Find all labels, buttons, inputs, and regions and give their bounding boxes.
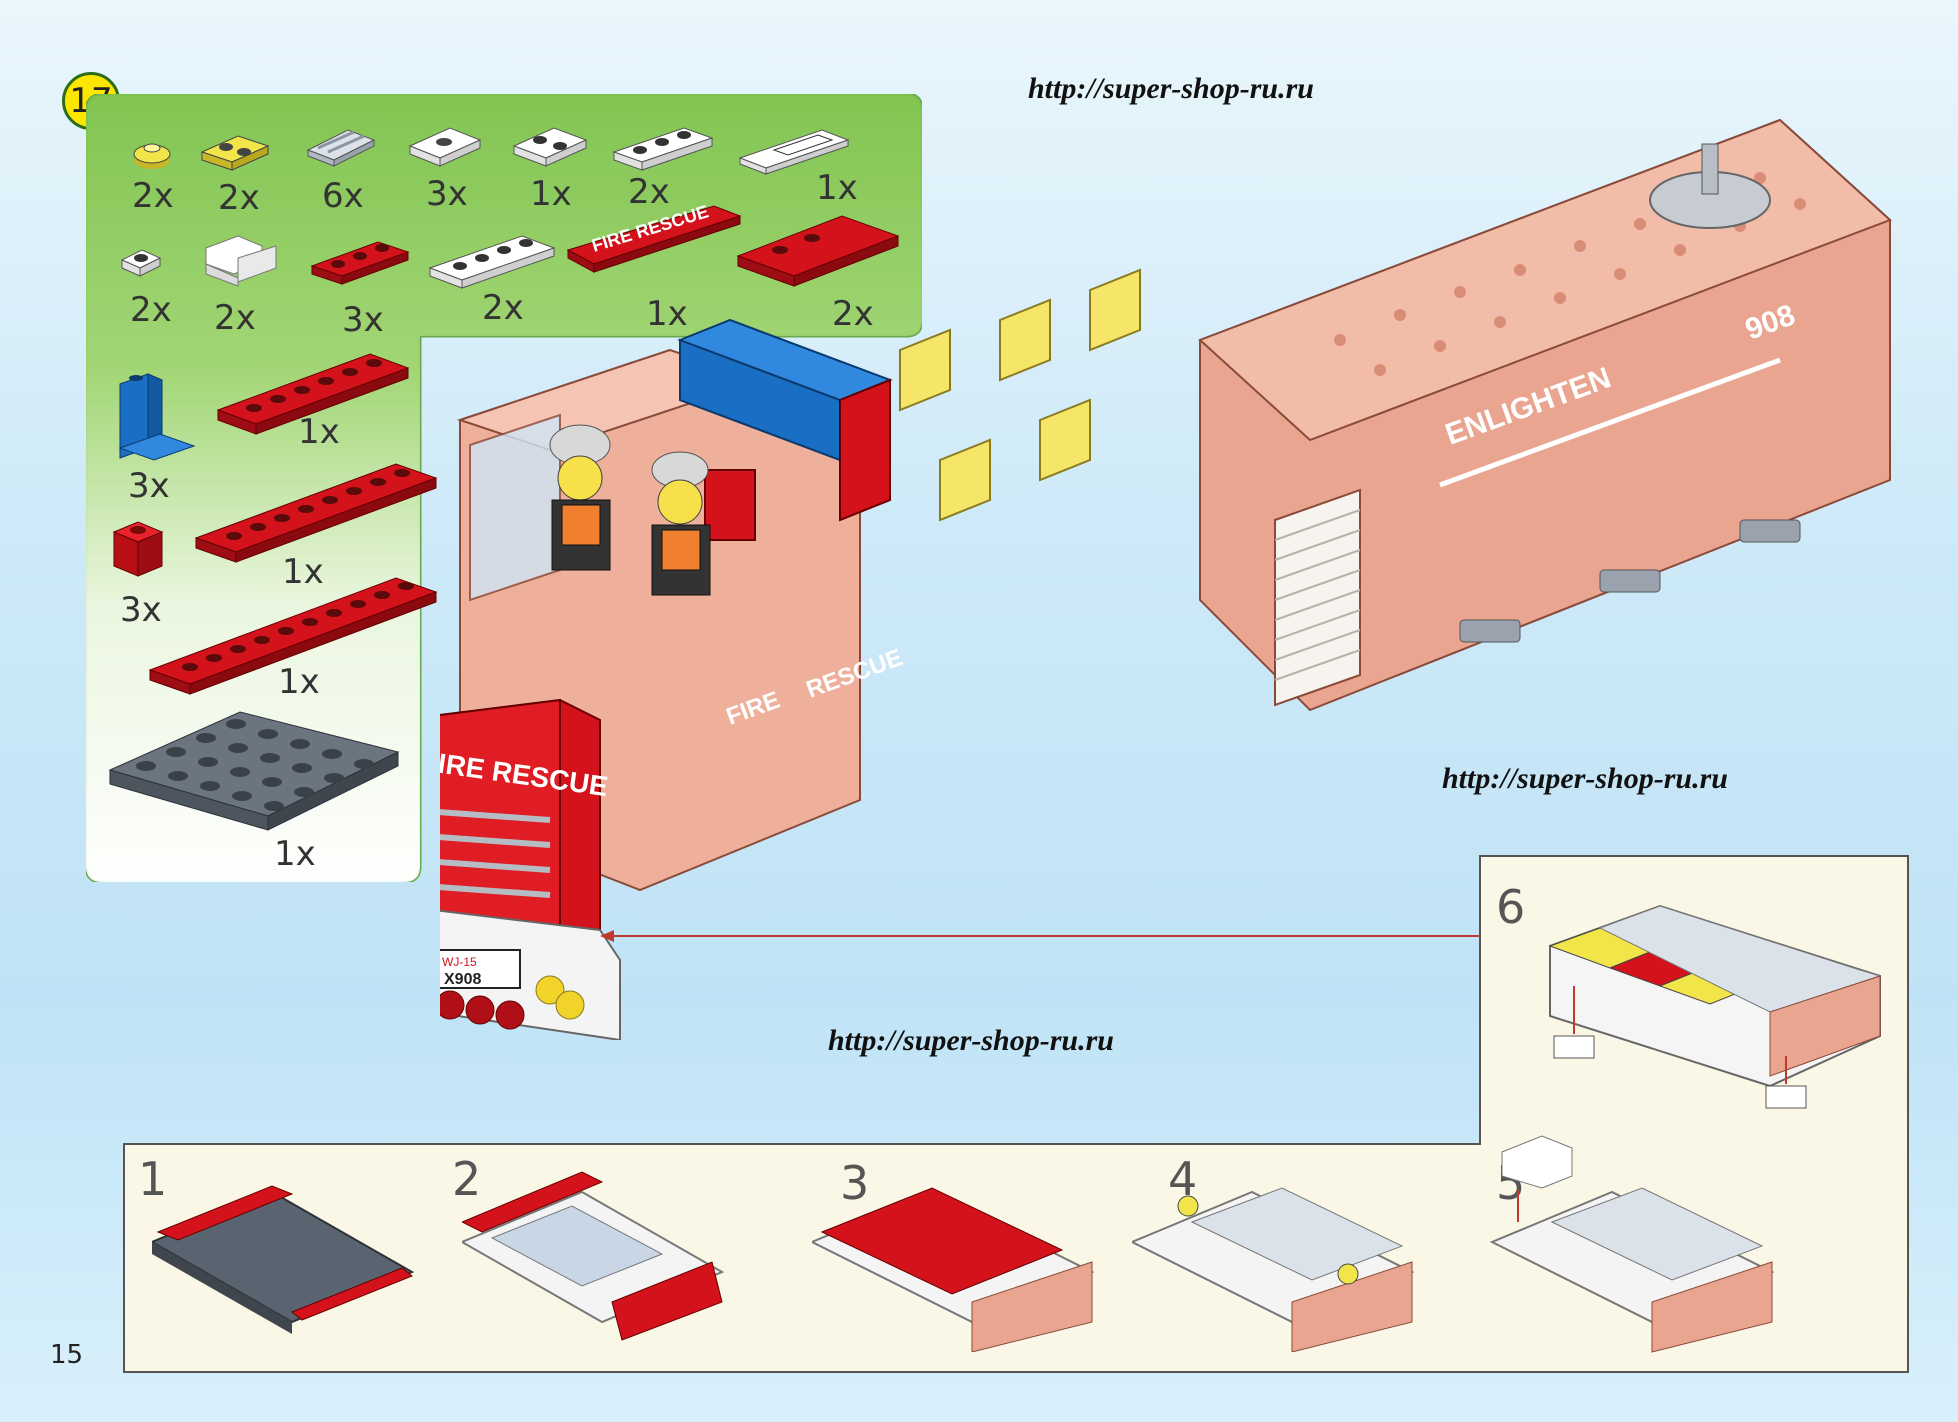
sub-step-number: 6 (1496, 880, 1526, 934)
part-qty: 1x (816, 168, 858, 208)
part-qty: 2x (218, 178, 260, 218)
part-qty: 1x (282, 552, 324, 592)
parts-panel: 2x 2x 6x 3x 1x 2x 1x 2x 2x 3x (84, 92, 924, 884)
part-qty: 2x (628, 172, 670, 212)
part-qty: 6x (322, 176, 364, 216)
sub-step-number: 1 (138, 1152, 168, 1206)
red-plate-1x3-icon (310, 241, 410, 285)
white-plate-1x1-icon (120, 249, 162, 277)
white-jumper-plate-icon (408, 127, 482, 167)
part-qty: 1x (530, 174, 572, 214)
part-qty: 1x (298, 412, 340, 452)
plate-bottom-text: X908 (444, 971, 481, 988)
part-qty: 1x (278, 662, 320, 702)
white-plate-1x2-icon (512, 127, 588, 167)
part-qty: 2x (214, 298, 256, 338)
parts-panel-bg (84, 92, 924, 884)
part-qty: 1x (274, 834, 316, 874)
grey-grille-tile-icon (306, 129, 376, 167)
watermark-url: http://super-shop-ru.ru (1028, 72, 1314, 105)
white-plate-1x4-icon (428, 235, 556, 289)
plate-top-text: WJ-15 (442, 955, 477, 969)
red-brick-1x1-icon (112, 521, 164, 577)
part-qty: 3x (426, 174, 468, 214)
sub-step-number: 2 (452, 1152, 482, 1206)
red-slope-icon (736, 215, 900, 287)
watermark-url: http://super-shop-ru.ru (828, 1024, 1114, 1057)
part-qty: 2x (832, 294, 874, 334)
white-plate-1x3-icon (612, 127, 714, 171)
sub-assembly-6-illustration (1548, 904, 1882, 1109)
sub-step-5-illustration (1489, 1135, 1775, 1353)
sub-step-1-illustration (152, 1185, 415, 1334)
red-plate-1x6-icon (216, 353, 410, 435)
part-qty: 1x (646, 294, 688, 334)
sub-step-4-illustration (1132, 1187, 1415, 1352)
sub-step-3-illustration (812, 1187, 1095, 1352)
sub-step-2-illustration (462, 1171, 725, 1341)
yellow-round-plate-icon (133, 143, 171, 169)
part-qty: 3x (120, 590, 162, 630)
blue-bracket-icon (118, 373, 196, 461)
sub-step-number: 3 (840, 1156, 870, 1210)
watermark-url: http://super-shop-ru.ru (1442, 762, 1728, 795)
page-number: 15 (50, 1340, 84, 1370)
part-qty: 2x (130, 290, 172, 330)
license-tile-icon (738, 129, 850, 175)
white-bracket-icon (205, 235, 277, 287)
part-qty: 3x (342, 300, 384, 340)
fire-truck-model: ENLIGHTEN 908 FIRE RESCUE FIRE RESCUE (440, 118, 1892, 1040)
part-qty: 2x (132, 176, 174, 216)
yellow-plate-1x2-icon (200, 135, 270, 171)
sub-assembly-6: 6 (1480, 856, 1908, 1146)
sub-steps-strip: 1 2 3 4 5 (122, 1135, 1908, 1372)
red-plate-1x10-icon (148, 577, 438, 695)
grey-plate-6x8-icon (108, 711, 400, 831)
fire-rescue-tile-icon: FIRE RESCUE (566, 202, 742, 273)
part-qty: 2x (482, 288, 524, 328)
red-plate-1x8-icon (194, 463, 438, 563)
part-qty: 3x (128, 466, 170, 506)
